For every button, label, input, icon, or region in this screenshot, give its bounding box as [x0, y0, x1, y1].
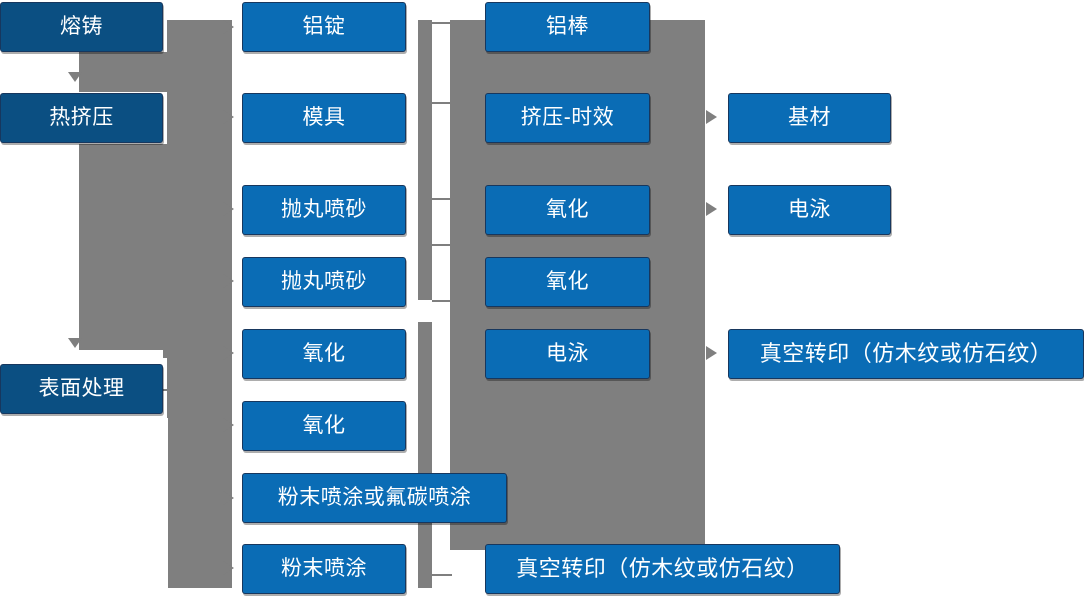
output-arrow-1: [706, 110, 717, 124]
material-box-mold[interactable]: 模具: [242, 93, 406, 143]
material-arrow-6: [223, 418, 234, 432]
material-label: 抛丸喷砂: [281, 270, 367, 294]
process-box-aluminum-bar[interactable]: 铝棒: [485, 2, 650, 52]
process-stub-4: [432, 244, 452, 246]
material-arrow-1: [223, 20, 234, 34]
process-stub-1: [432, 22, 452, 24]
process-box-vacuum-transfer-print[interactable]: 真空转印（仿木纹或仿石纹）: [485, 544, 840, 594]
output-box-base-material[interactable]: 基材: [728, 93, 891, 143]
process-label: 氧化: [546, 270, 589, 294]
material-box-shot-blasting-2[interactable]: 抛丸喷砂: [242, 257, 406, 307]
material-arrow-7: [223, 491, 234, 505]
stage-label: 表面处理: [38, 377, 125, 401]
material-arrow-4: [223, 274, 234, 288]
material-box-powder-coating[interactable]: 粉末喷涂: [242, 544, 406, 594]
stage-mask-bottomleft: [0, 418, 168, 596]
output-box-vacuum-transfer-print[interactable]: 真空转印（仿木纹或仿石纹）: [728, 329, 1084, 379]
process-label: 铝棒: [546, 15, 589, 39]
output-label: 基材: [788, 106, 831, 130]
material-label: 氧化: [302, 342, 346, 366]
stage-label: 热挤压: [49, 106, 114, 130]
material-arrow-5: [223, 346, 234, 360]
stage-box-hot-extrusion[interactable]: 热挤压: [0, 93, 163, 143]
process-stub-5: [432, 300, 452, 302]
process-box-extrusion-aging[interactable]: 挤压-时效: [485, 93, 650, 143]
output-arrow-2: [706, 202, 717, 216]
process-label: 真空转印（仿木纹或仿石纹）: [516, 555, 809, 581]
material-box-powder-or-fluorocarbon-coating[interactable]: 粉末喷涂或氟碳喷涂: [242, 473, 507, 523]
material-arrow-2: [223, 110, 234, 124]
output-label: 真空转印（仿木纹或仿石纹）: [759, 340, 1053, 366]
stage-box-melting[interactable]: 熔铸: [0, 2, 163, 52]
process-label: 挤压-时效: [520, 106, 615, 130]
material-label: 铝锭: [302, 15, 346, 39]
process-bar-gap: [418, 300, 432, 322]
material-box-oxidation-1[interactable]: 氧化: [242, 329, 406, 379]
process-stub-3: [432, 198, 452, 200]
process-box-electrophoresis[interactable]: 电泳: [485, 329, 650, 379]
output-arrow-3: [706, 346, 717, 360]
material-box-shot-blasting-1[interactable]: 抛丸喷砂: [242, 185, 406, 235]
process-label: 氧化: [546, 198, 589, 222]
material-box-oxidation-2[interactable]: 氧化: [242, 401, 406, 451]
output-box-electrophoresis[interactable]: 电泳: [728, 185, 891, 235]
material-label: 粉末喷涂: [281, 557, 367, 581]
stage-box-surface-treatment[interactable]: 表面处理: [0, 364, 163, 414]
output-label: 电泳: [788, 198, 831, 222]
process-stub-6: [432, 574, 452, 576]
stage-arrow-down-1: [68, 72, 82, 82]
process-box-oxidation-2[interactable]: 氧化: [485, 257, 650, 307]
material-label: 抛丸喷砂: [281, 198, 367, 222]
material-arrow-3: [223, 202, 234, 216]
stage-label: 熔铸: [60, 15, 103, 39]
process-box-oxidation-1[interactable]: 氧化: [485, 185, 650, 235]
surface-treatment-stub: [163, 389, 185, 391]
material-arrow-8: [223, 561, 234, 575]
process-stub-2: [432, 102, 452, 104]
stage-arrow-down-2: [68, 338, 82, 348]
stage-connector-lower-notch: [163, 350, 203, 588]
process-label: 电泳: [546, 342, 589, 366]
material-box-aluminum-ingot[interactable]: 铝锭: [242, 2, 406, 52]
material-label: 粉末喷涂或氟碳喷涂: [277, 486, 472, 510]
stage-connector-left-notch: [79, 20, 179, 350]
material-label: 氧化: [302, 414, 346, 438]
material-label: 模具: [302, 106, 346, 130]
stage-mask-midleft: [0, 144, 79, 358]
